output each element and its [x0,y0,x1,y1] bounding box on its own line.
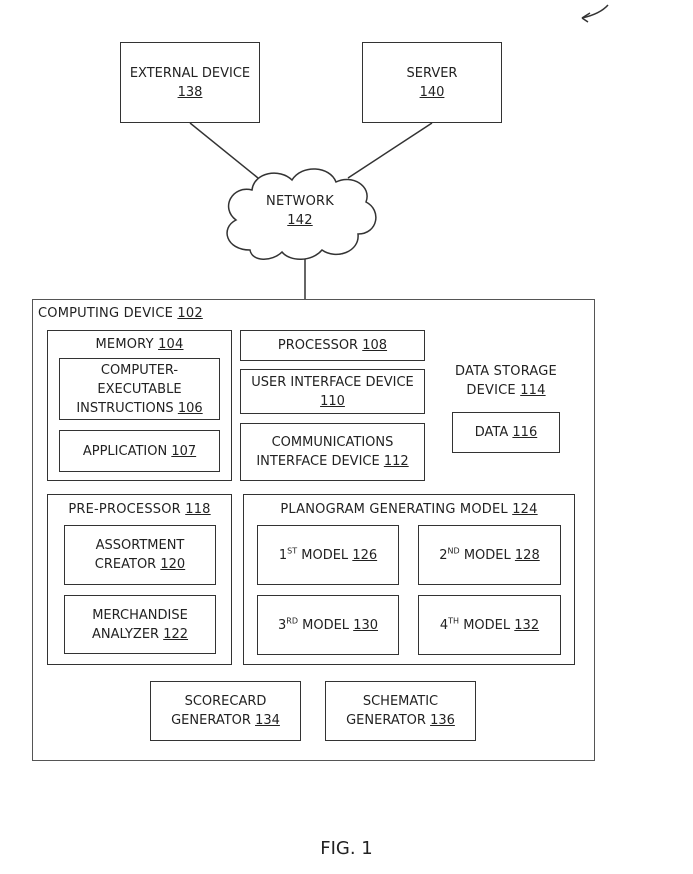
pre-processor-title: PRE-PROCESSOR 118 [47,500,232,519]
server-label: SERVER [407,64,458,83]
data-storage-ref: 114 [520,383,545,398]
data-storage-line1: DATA STORAGE [436,362,576,381]
model3-sup: RD [286,616,298,625]
network-text: NETWORK 142 [250,192,350,230]
communications-line2: INTERFACE DEVICE [256,454,379,469]
memory-label: MEMORY [96,337,154,352]
model1-num: 1 [279,548,287,563]
model2-box: 2ND MODEL 128 [418,525,561,585]
model1-ref: 126 [352,548,377,563]
scorecard-box: SCORECARD GENERATOR 134 [150,681,301,741]
model4-label: MODEL [463,618,510,633]
model3-box: 3RD MODEL 130 [257,595,399,655]
pre-processor-label: PRE-PROCESSOR [68,502,181,517]
instructions-line3: INSTRUCTIONS [76,401,173,416]
communications-line1: COMMUNICATIONS [256,433,408,452]
data-storage-title: DATA STORAGE DEVICE 114 [436,362,576,400]
data-storage-line2: DEVICE [466,383,515,398]
merchandise-box: MERCHANDISE ANALYZER 122 [64,595,216,654]
model4-num: 4 [440,618,448,633]
assortment-line2: CREATOR [95,557,156,572]
processor-label: PROCESSOR [278,338,358,353]
computing-device-title: COMPUTING DEVICE 102 [38,304,203,323]
merchandise-ref: 122 [163,627,188,642]
model2-num: 2 [439,548,447,563]
model3-label: MODEL [302,618,349,633]
model4-sup: TH [448,616,459,625]
memory-title: MEMORY 104 [47,335,232,354]
scorecard-line1: SCORECARD [171,692,280,711]
pre-processor-ref: 118 [185,502,210,517]
external-device-box: EXTERNAL DEVICE 138 [120,42,260,123]
schematic-box: SCHEMATIC GENERATOR 136 [325,681,476,741]
instructions-ref: 106 [178,401,203,416]
communications-box: COMMUNICATIONS INTERFACE DEVICE 112 [240,423,425,481]
communications-ref: 112 [384,454,409,469]
external-device-ref: 138 [130,83,250,102]
scorecard-line2: GENERATOR [171,713,251,728]
schematic-line1: SCHEMATIC [346,692,455,711]
network-label: NETWORK [250,192,350,211]
assortment-line1: ASSORTMENT [95,536,185,555]
planogram-label: PLANOGRAM GENERATING MODEL [280,502,508,517]
processor-ref: 108 [362,338,387,353]
user-interface-box: USER INTERFACE DEVICE 110 [240,369,425,414]
merchandise-line1: MERCHANDISE [92,606,188,625]
instructions-line2: EXECUTABLE [76,380,202,399]
user-interface-label: USER INTERFACE DEVICE [251,373,414,392]
instructions-box: COMPUTER- EXECUTABLE INSTRUCTIONS 106 [59,358,220,420]
external-device-label: EXTERNAL DEVICE [130,64,250,83]
processor-box: PROCESSOR 108 [240,330,425,361]
server-box: SERVER 140 [362,42,502,123]
merchandise-line2: ANALYZER [92,627,159,642]
data-ref: 116 [512,425,537,440]
model4-ref: 132 [514,618,539,633]
figure-caption: FIG. 1 [0,838,693,859]
model3-ref: 130 [353,618,378,633]
model1-label: MODEL [301,548,348,563]
planogram-ref: 124 [512,502,537,517]
application-ref: 107 [171,444,196,459]
data-label: DATA [475,425,509,440]
data-box: DATA 116 [452,412,560,453]
schematic-line2: GENERATOR [346,713,426,728]
server-network-line [348,123,432,178]
network-ref: 142 [250,211,350,230]
memory-ref: 104 [158,337,183,352]
model2-ref: 128 [515,548,540,563]
server-ref: 140 [407,83,458,102]
planogram-title: PLANOGRAM GENERATING MODEL 124 [243,500,575,519]
instructions-line1: COMPUTER- [76,361,202,380]
assortment-box: ASSORTMENT CREATOR 120 [64,525,216,585]
assortment-ref: 120 [160,557,185,572]
application-box: APPLICATION 107 [59,430,220,472]
schematic-ref: 136 [430,713,455,728]
user-interface-ref: 110 [251,392,414,411]
application-label: APPLICATION [83,444,167,459]
model2-sup: ND [448,546,460,555]
model2-label: MODEL [464,548,511,563]
computing-device-ref: 102 [177,306,202,321]
model1-sup: ST [287,546,297,555]
external-device-network-line [190,123,258,178]
model4-box: 4TH MODEL 132 [418,595,561,655]
model1-box: 1ST MODEL 126 [257,525,399,585]
computing-device-label: COMPUTING DEVICE [38,306,173,321]
scorecard-ref: 134 [255,713,280,728]
